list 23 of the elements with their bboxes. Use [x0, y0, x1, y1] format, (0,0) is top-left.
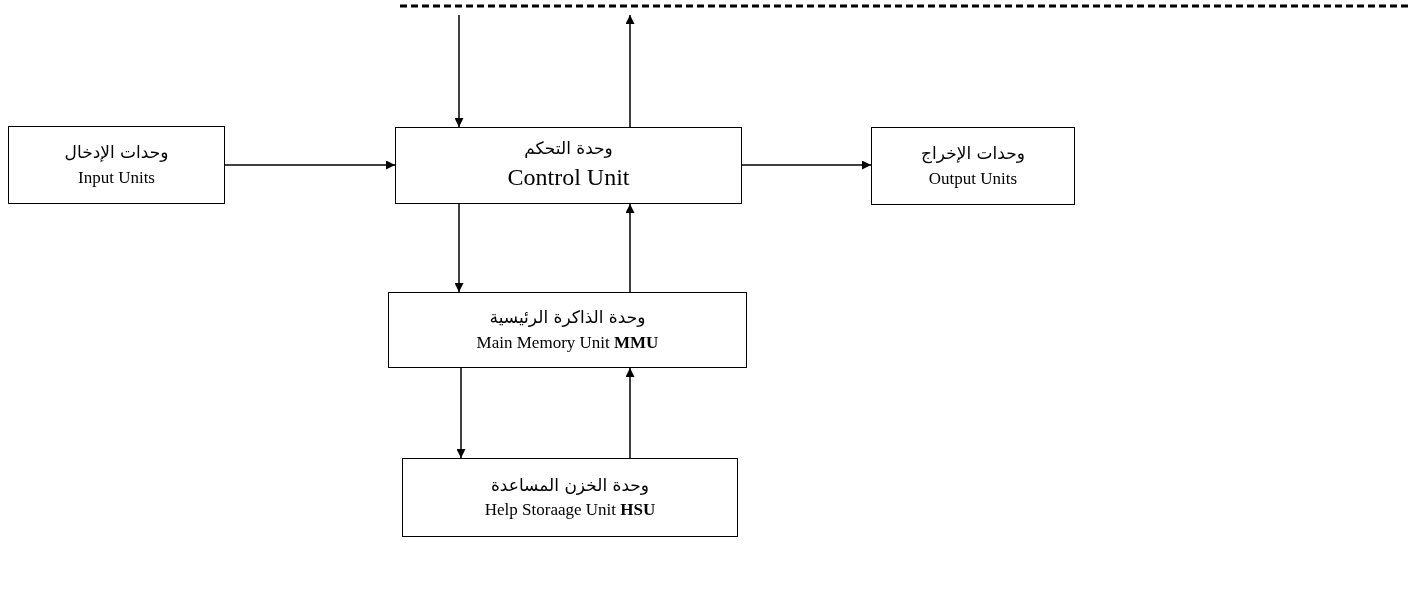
arabic-label: وحدة التحكم: [524, 136, 613, 160]
arrow: [456, 367, 466, 459]
unit-box: [871, 127, 1075, 205]
english-label: Main Memory Unit MMU: [476, 331, 659, 354]
unit-box: [8, 126, 225, 204]
arabic-label: وحدات الإخراج: [921, 142, 1025, 166]
arrow: [625, 14, 635, 128]
arrow: [454, 203, 464, 293]
arabic-label: وحدات الإدخال: [64, 141, 169, 165]
arrow: [625, 367, 635, 459]
arabic-label: وحدة الذاكرة الرئيسية: [489, 306, 646, 330]
unit-box: [388, 292, 747, 368]
english-label: Output Units: [928, 167, 1018, 190]
unit-box: [395, 127, 742, 204]
english-label: Input Units: [78, 166, 155, 189]
arrow: [224, 160, 396, 170]
english-label: Help Storaage Unit HSU: [484, 499, 656, 522]
arabic-label: وحدة الخزن المساعدة: [490, 473, 650, 497]
unit-box: [402, 458, 738, 537]
arrow: [454, 14, 464, 128]
arrow: [741, 160, 872, 170]
english-label: Control Unit: [507, 163, 630, 193]
arrow: [625, 203, 635, 293]
